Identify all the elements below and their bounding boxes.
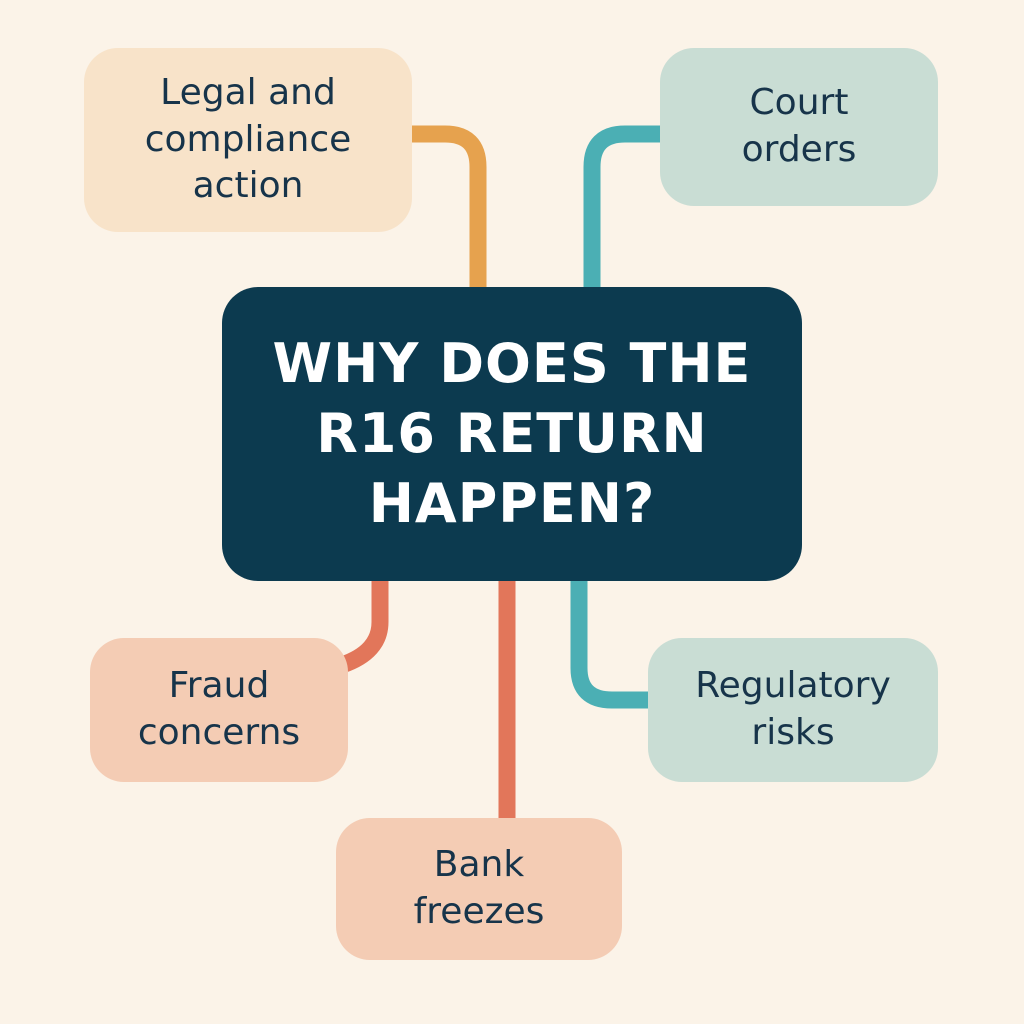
node-label-line: concerns (137, 712, 301, 753)
node-bank-freezes: Bank freezes (336, 818, 622, 960)
central-question-line: WHY DOES THE (272, 331, 752, 395)
node-label-line: orders (741, 129, 857, 170)
node-label-line: Fraud (168, 665, 270, 707)
connector-legal (410, 125, 487, 290)
central-question-line: HAPPEN? (368, 472, 656, 536)
node-label-line: compliance (144, 118, 352, 160)
node-label-line: Legal and (160, 71, 336, 113)
node-fraud-concerns: Fraud concerns (90, 638, 348, 782)
central-question: WHY DOES THE R16 RETURN HAPPEN? (222, 287, 802, 581)
node-label-line: Regulatory (695, 665, 891, 707)
node-label-line: Bank (433, 844, 525, 886)
node-legal-and-compliance-action: Legal and compliance action (84, 48, 412, 232)
node-label-line: Court (749, 82, 849, 124)
connector-regulatory (570, 578, 652, 709)
central-question-line: R16 RETURN (316, 401, 708, 465)
node-label-line: risks (751, 712, 835, 753)
node-court-orders: Court orders (660, 48, 938, 206)
node-label-line: freezes (413, 891, 545, 932)
node-regulatory-risks: Regulatory risks (648, 638, 938, 782)
connector-court (583, 125, 662, 290)
node-label-line: action (192, 165, 304, 207)
connector-fraud (338, 578, 389, 674)
